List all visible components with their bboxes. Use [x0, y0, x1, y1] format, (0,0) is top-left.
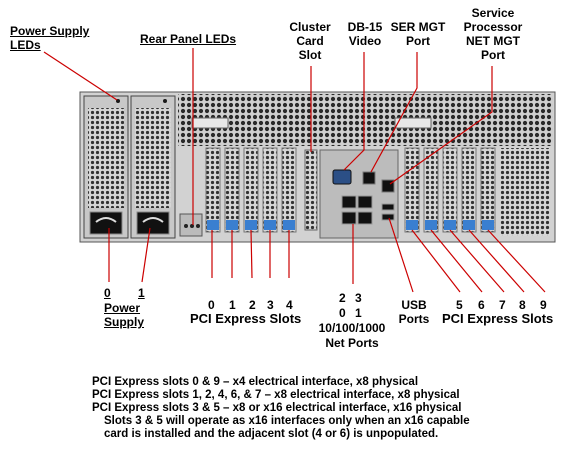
power-supply-0-inlet: [89, 211, 123, 235]
pci-slot-7: [442, 147, 458, 233]
rear-panel-led: [184, 224, 188, 228]
label-pci-1: 1: [229, 298, 236, 312]
label-power-supply: Power Supply: [104, 301, 145, 329]
pci-latch: [226, 220, 238, 230]
label-net-2: 2: [339, 291, 346, 305]
label-pci-7: 7: [499, 298, 506, 312]
pci-slot-0: [205, 147, 221, 233]
center-io-panel: [319, 149, 399, 239]
note-line: PCI Express slots 0 & 9 – x4 electrical …: [92, 376, 419, 388]
label-power-supply-1: 1: [138, 286, 145, 300]
pci-slots-right: [404, 147, 496, 233]
pci-latch: [406, 220, 418, 230]
pci-latch: [245, 220, 257, 230]
pci-latch: [207, 220, 219, 230]
leader-net-mgt: [389, 66, 493, 185]
leader-pci-9: [487, 229, 546, 293]
label-net-3: 3: [355, 291, 362, 305]
label-rear-panel-leds: Rear Panel LEDs: [140, 32, 237, 46]
pci-latch: [463, 220, 475, 230]
label-pci-2: 2: [249, 298, 256, 312]
power-supply-1-led: [163, 99, 167, 103]
leader-pci-6: [430, 229, 483, 293]
right-vent: [500, 148, 550, 236]
usb-port-lower: [381, 213, 395, 221]
pci-latch: [283, 220, 295, 230]
net-port-1: [357, 211, 373, 225]
power-supply-0-clip: [95, 217, 117, 223]
power-supply-0-vent: [88, 108, 124, 208]
leader-pci-7: [449, 229, 505, 293]
leader-psu-leds: [43, 51, 118, 101]
label-pci-3: 3: [267, 298, 274, 312]
note-line: Slots 3 & 5 will operate as x16 interfac…: [104, 415, 470, 427]
power-supply-1-clip: [142, 217, 164, 223]
pci-slot-8: [461, 147, 477, 233]
label-net-speed: 10/100/1000: [318, 321, 386, 335]
leader-pci-2: [250, 229, 253, 279]
label-pci-9: 9: [540, 298, 547, 312]
label-db15-video: DB-15 Video: [347, 20, 383, 48]
pci-latch: [444, 220, 456, 230]
upper-vent: [178, 94, 553, 146]
label-net-0: 0: [339, 306, 346, 320]
note-line: PCI Express slots 1, 2, 4, 6, & 7 – x8 e…: [92, 389, 460, 401]
pci-slot-3: [262, 147, 278, 233]
label-pci-5: 5: [456, 298, 463, 312]
chassis-handle-left: [191, 117, 229, 129]
label-ser-mgt-port: SER MGT Port: [390, 20, 446, 48]
label-pci-express-slots-right: PCI Express Slots: [442, 311, 554, 326]
label-net-1: 1: [355, 306, 362, 320]
pci-latch: [264, 220, 276, 230]
label-power-supply-0: 0: [104, 286, 111, 300]
net-port-0: [341, 211, 357, 225]
pci-notes: PCI Express slots 0 & 9 – x4 electrical …: [92, 376, 470, 441]
note-line: card is installed and the adjacent slot …: [104, 428, 439, 440]
leader-pci-8: [468, 229, 525, 293]
ser-mgt-port: [362, 171, 376, 185]
label-sp-net-mgt-port: Service Processor NET MGT Port: [463, 6, 523, 62]
power-supply-1-vent: [135, 108, 171, 208]
label-pci-express-slots-left: PCI Express Slots: [190, 311, 302, 326]
pci-slot-6: [423, 147, 439, 233]
net-port-3: [357, 195, 373, 209]
leader-usb: [388, 217, 414, 293]
cluster-card-slot: [304, 149, 318, 231]
chassis-handle-right: [394, 117, 432, 129]
pci-latch: [425, 220, 437, 230]
pci-slot-9: [480, 147, 496, 233]
rear-panel-led: [196, 224, 200, 228]
pci-slot-2: [243, 147, 259, 233]
pci-slots-left: [205, 147, 297, 233]
pci-slot-1: [224, 147, 240, 233]
usb-port-upper: [381, 203, 395, 211]
leader-pci-5: [411, 229, 461, 293]
label-usb-ports: USB Ports: [398, 298, 430, 326]
label-net-ports: Net Ports: [325, 336, 379, 350]
net-port-2: [341, 195, 357, 209]
label-cluster-card-slot: Cluster Card Slot: [289, 20, 331, 62]
db15-video-port: [332, 169, 352, 185]
pci-slot-4: [281, 147, 297, 233]
leader-lines: [43, 48, 546, 293]
pci-slot-5: [404, 147, 420, 233]
note-line: PCI Express slots 3 & 5 – x8 or x16 elec…: [92, 402, 462, 414]
power-supply-1-inlet: [136, 211, 170, 235]
leader-ser-mgt: [370, 52, 418, 173]
pci-latch: [482, 220, 494, 230]
label-power-supply-leds: Power Supply LEDs: [10, 24, 90, 52]
leader-db15: [343, 52, 365, 171]
label-pci-6: 6: [478, 298, 485, 312]
label-pci-4: 4: [286, 298, 293, 312]
leader-psu-1: [141, 227, 151, 283]
label-pci-8: 8: [519, 298, 526, 312]
label-pci-0: 0: [208, 298, 215, 312]
